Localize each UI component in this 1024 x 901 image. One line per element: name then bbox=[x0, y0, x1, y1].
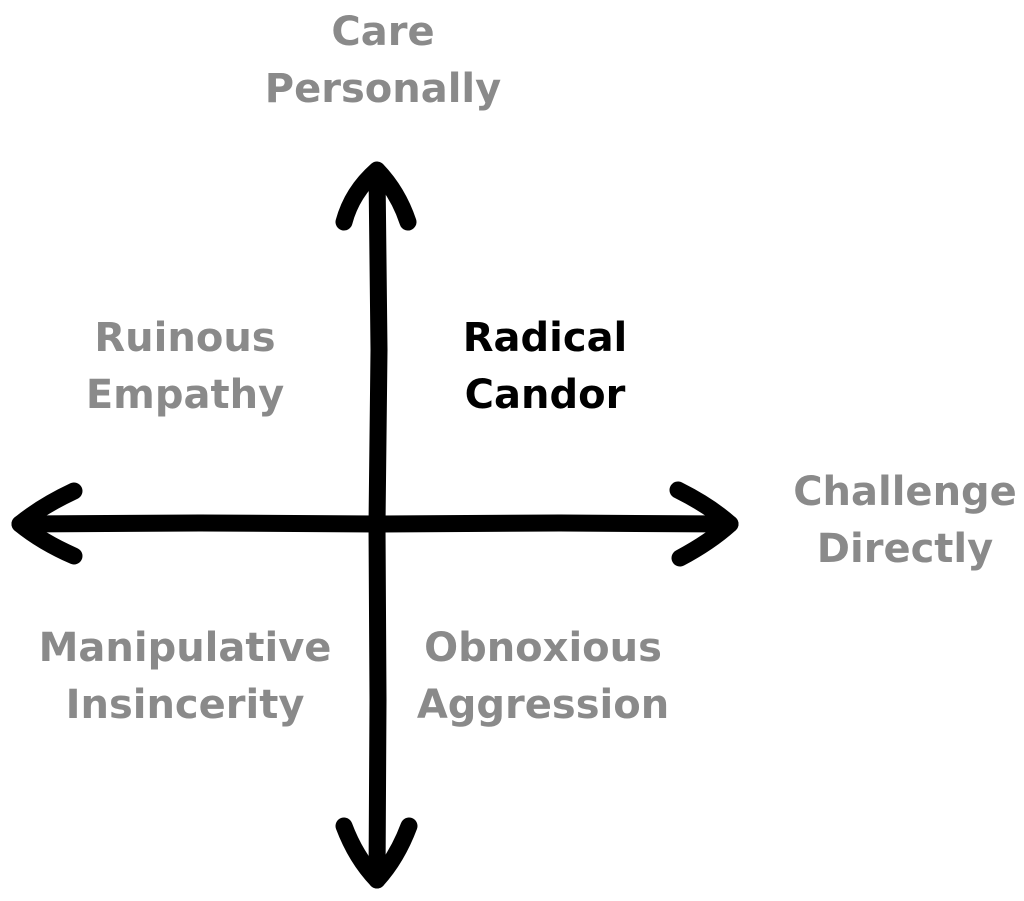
quadrant-top-right-label: Radical Candor bbox=[400, 310, 690, 424]
horizontal-axis-label-line2: Directly bbox=[816, 526, 994, 572]
quadrant-bottom-right-line1: Obnoxious bbox=[424, 625, 662, 671]
quadrant-top-right-line1: Radical bbox=[462, 315, 628, 361]
quadrant-top-right-line2: Candor bbox=[464, 372, 626, 418]
horizontal-axis-line bbox=[11, 514, 739, 533]
quadrant-top-left-line2: Empathy bbox=[85, 372, 285, 418]
quadrant-bottom-left-line1: Manipulative bbox=[38, 625, 332, 671]
up-arrowhead-icon bbox=[335, 161, 417, 231]
quadrant-bottom-right-label: Obnoxious Aggression bbox=[388, 620, 698, 734]
horizontal-axis-label-line1: Challenge bbox=[793, 469, 1017, 515]
horizontal-axis-label: Challenge Directly bbox=[760, 464, 1024, 578]
quadrant-bottom-left-label: Manipulative Insincerity bbox=[20, 620, 350, 734]
quadrant-bottom-left-line2: Insincerity bbox=[65, 682, 305, 728]
vertical-axis-label-line2: Personally bbox=[264, 66, 502, 112]
vertical-axis-label-line1: Care bbox=[331, 9, 435, 55]
quadrant-top-left-label: Ruinous Empathy bbox=[40, 310, 330, 424]
vertical-axis-label: Care Personally bbox=[233, 4, 533, 118]
down-arrowhead-icon bbox=[335, 817, 418, 889]
quadrant-top-left-line1: Ruinous bbox=[94, 315, 276, 361]
quadrant-bottom-right-line2: Aggression bbox=[416, 682, 670, 728]
left-arrowhead-icon bbox=[11, 482, 83, 565]
right-arrowhead-icon bbox=[669, 481, 739, 567]
